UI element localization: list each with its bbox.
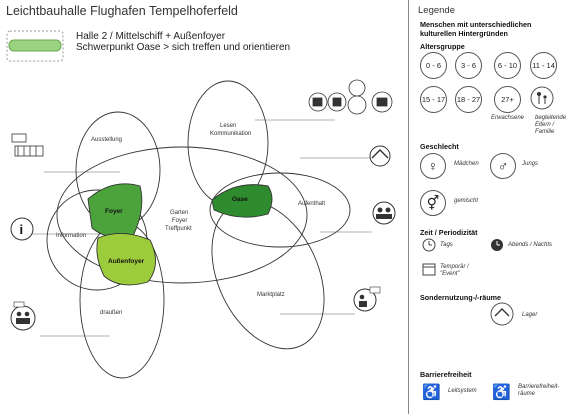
info-icon: i xyxy=(10,217,34,241)
night-clock-icon xyxy=(490,238,504,257)
age-15-17: 15 - 17 xyxy=(420,86,447,113)
page-title: Leichtbauhalle Flughafen Tempelhoferfeld xyxy=(6,4,238,18)
label-marktplatz: Marktplatz xyxy=(257,292,285,298)
legend-people-line2: kulturellen Hintergründen xyxy=(420,29,508,38)
label-oase: Oase xyxy=(232,196,248,203)
label-garten: Garten xyxy=(170,210,188,216)
label-tags: Tags xyxy=(440,242,453,248)
storage-icon xyxy=(490,302,514,331)
market-people-icon xyxy=(353,286,381,312)
legend-time-heading: Zeit / Periodizität xyxy=(420,228,478,237)
aussenfoyer-area xyxy=(96,233,156,286)
label-temporaer-1: Temporär / xyxy=(440,264,469,270)
label-kommunikation: Kommunikation xyxy=(210,131,251,137)
label-begleitende-2: Eltern / xyxy=(535,122,555,128)
exhibition-icon xyxy=(11,133,44,157)
outdoor-people-icon xyxy=(10,301,36,331)
label-leitsystem: Leitsystem xyxy=(448,388,477,394)
wheelchair-rooms-icon: ♿ xyxy=(492,384,511,401)
legend-divider xyxy=(408,0,409,414)
label-maedchen: Mädchen xyxy=(454,161,479,167)
label-information: Information xyxy=(56,233,86,239)
legend-people-line1: Menschen mit unterschiedlichen xyxy=(420,20,532,29)
oase-area xyxy=(211,184,273,218)
label-foyer-center: Foyer xyxy=(172,218,187,224)
label-gemischt: gemischt xyxy=(454,198,479,204)
legend-title: Legende xyxy=(418,5,455,16)
label-temporaer-2: "Event" xyxy=(440,271,460,277)
age-27-plus: 27+ xyxy=(494,86,521,113)
circle-aufenthalt xyxy=(209,172,351,248)
label-barrierefrei-2: räume xyxy=(518,391,536,397)
day-clock-icon xyxy=(422,238,436,257)
label-draussen: draußen xyxy=(100,310,122,316)
subtitle-hall: Halle 2 / Mittelschiff + Außenfoyer xyxy=(76,31,226,42)
label-aussenfoyer: Außenfoyer xyxy=(108,258,145,265)
group-people-icon xyxy=(372,201,396,225)
age-3-6: 3 - 6 xyxy=(455,52,482,79)
event-calendar-icon xyxy=(422,262,436,281)
mixed-gender-icon: ⚥ xyxy=(420,190,446,216)
age-11-14: 11 - 14 xyxy=(530,52,557,79)
shelter-icon xyxy=(369,145,391,167)
legend-age-heading: Altersgruppe xyxy=(420,42,465,51)
wheelchair-guidance-icon: ♿ xyxy=(422,384,441,401)
subtitle-focus: Schwerpunkt Oase > sich treffen und orie… xyxy=(76,42,291,53)
label-aufenthalt: Aufenthalt xyxy=(298,201,325,207)
label-lager: Lager xyxy=(522,312,538,318)
label-barrierefrei-1: Barrierefreiheit- xyxy=(518,384,560,390)
female-icon: ♀ xyxy=(420,153,446,179)
age-6-10: 6 - 10 xyxy=(494,52,521,79)
male-icon: ♂ xyxy=(490,153,516,179)
age-0-6: 0 - 6 xyxy=(420,52,447,79)
age-18-27: 18 - 27 xyxy=(455,86,482,113)
label-treffpunkt: Treffpunkt xyxy=(165,226,192,232)
label-foyer: Foyer xyxy=(105,208,123,215)
legend-gender-heading: Geschlecht xyxy=(420,142,459,151)
label-lesen: Lesen xyxy=(220,123,236,129)
legend-special-heading: Sondernutzung-/-räume xyxy=(420,293,502,302)
green-bar-icon xyxy=(6,30,64,64)
legend-accessibility-heading: Barrierefreiheit xyxy=(420,370,472,379)
family-icon xyxy=(530,86,554,117)
circle-garten xyxy=(56,146,308,284)
label-begleitende-1: begleitende xyxy=(535,115,567,121)
label-ausstellung: Ausstellung xyxy=(91,137,122,143)
venn-diagram: Ausstellung Lesen Kommunikation Informat… xyxy=(10,79,396,379)
leader-lines xyxy=(28,119,372,337)
reading-icons xyxy=(308,79,393,115)
label-erwachsene: Erwachsene xyxy=(491,115,525,121)
label-begleitende-3: Familie xyxy=(535,129,555,135)
svg-text:i: i xyxy=(20,222,24,237)
label-jungs: Jungs xyxy=(522,161,539,167)
label-abends: Abends / Nachts xyxy=(508,242,553,248)
